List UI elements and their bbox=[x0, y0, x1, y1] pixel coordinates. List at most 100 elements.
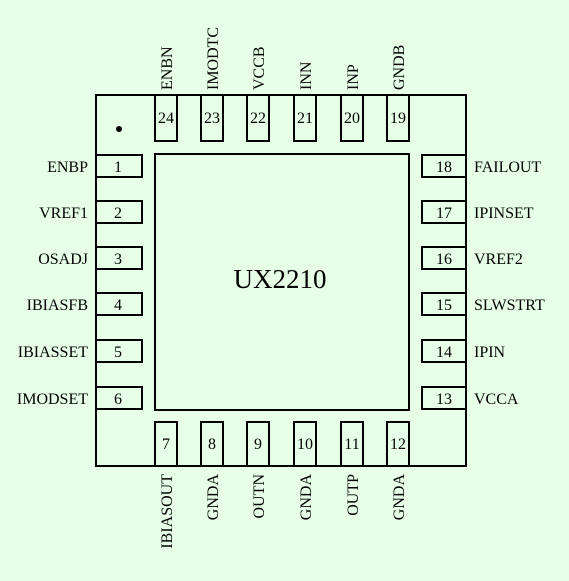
pin-name: OUTP bbox=[345, 474, 362, 516]
pin-pad bbox=[95, 200, 143, 224]
pin-23: 23 IMODTC bbox=[200, 27, 224, 142]
pin-name: IBIASOUT bbox=[159, 474, 176, 549]
pin-pad bbox=[340, 421, 364, 467]
pin-name: VREF1 bbox=[39, 205, 88, 222]
pin-name: IPIN bbox=[474, 344, 506, 361]
pin-pad bbox=[95, 246, 143, 270]
pin-name: SLWSTRT bbox=[474, 297, 545, 314]
pin-name: GNDB bbox=[391, 45, 408, 90]
pin-pad bbox=[95, 154, 143, 178]
pin-pad bbox=[200, 94, 224, 142]
pin-pad bbox=[386, 94, 410, 142]
pin-name: OSADJ bbox=[38, 251, 88, 268]
pin-number: 15 bbox=[436, 297, 452, 314]
pin-name: INN bbox=[298, 61, 315, 90]
pin-name: GNDA bbox=[298, 474, 315, 521]
pin-pad bbox=[200, 421, 224, 467]
pin-16: 16 VREF2 bbox=[421, 246, 523, 270]
pin-number: 5 bbox=[114, 344, 122, 361]
pin-number: 19 bbox=[390, 110, 406, 127]
pin-number: 11 bbox=[344, 436, 359, 453]
pin-pad bbox=[154, 94, 178, 142]
die-pad bbox=[154, 153, 410, 411]
pin-number: 4 bbox=[114, 297, 122, 314]
pin-pad bbox=[293, 421, 317, 467]
pin-number: 3 bbox=[114, 251, 122, 268]
pin-number: 6 bbox=[114, 391, 122, 408]
pin-pad bbox=[421, 154, 467, 178]
pin-pad bbox=[340, 94, 364, 142]
pin-21: 21 INN bbox=[293, 61, 317, 142]
pin-pad bbox=[421, 292, 467, 316]
pin-name: VCCA bbox=[474, 391, 519, 408]
pin-number: 21 bbox=[297, 110, 313, 127]
pin-5: 5 IBIASSET bbox=[18, 339, 143, 363]
pin-pad bbox=[293, 94, 317, 142]
pin-number: 10 bbox=[297, 436, 313, 453]
pin-6: 6 IMODSET bbox=[17, 386, 143, 410]
pin-name: IBIASSET bbox=[18, 344, 88, 361]
pin-name: INP bbox=[345, 64, 362, 90]
part-number-label: UX2210 bbox=[234, 264, 327, 294]
pin-name: ENBN bbox=[159, 46, 176, 90]
pin-15: 15 SLWSTRT bbox=[421, 292, 545, 316]
pin-20: 20 INP bbox=[340, 64, 364, 142]
pin-pad bbox=[95, 339, 143, 363]
pin-name: IMODSET bbox=[17, 391, 88, 408]
pin-13: 13 VCCA bbox=[421, 386, 519, 410]
package-outline bbox=[95, 94, 467, 467]
pin-number: 7 bbox=[162, 436, 170, 453]
pin-3: 3 OSADJ bbox=[38, 246, 143, 270]
pin-22: 22 VCCB bbox=[246, 46, 270, 142]
pin-pad bbox=[421, 246, 467, 270]
pin-pad bbox=[421, 386, 467, 410]
pin-name: ENBP bbox=[47, 159, 88, 176]
pin-number: 12 bbox=[390, 436, 406, 453]
pin-number: 1 bbox=[114, 159, 122, 176]
pin-pad bbox=[421, 339, 467, 363]
pin-name: FAILOUT bbox=[474, 159, 541, 176]
pin-18: 18 FAILOUT bbox=[421, 154, 541, 178]
pin-name: VREF2 bbox=[474, 251, 523, 268]
pin-number: 24 bbox=[158, 110, 174, 127]
pin-17: 17 IPINSET bbox=[421, 200, 534, 224]
pin-pad bbox=[95, 292, 143, 316]
pin-pad bbox=[386, 421, 410, 467]
pin-name: IBIASFB bbox=[27, 297, 88, 314]
pin-number: 17 bbox=[436, 205, 452, 222]
pin-pad bbox=[246, 94, 270, 142]
pin-number: 8 bbox=[208, 436, 216, 453]
pin-4: 4 IBIASFB bbox=[27, 292, 143, 316]
pin-number: 13 bbox=[436, 391, 452, 408]
pin-name: GNDA bbox=[391, 474, 408, 521]
pin-name: IPINSET bbox=[474, 205, 534, 222]
pin-pad bbox=[95, 386, 143, 410]
pin-name: OUTN bbox=[251, 474, 268, 519]
pin-pad bbox=[421, 200, 467, 224]
pin-14: 14 IPIN bbox=[421, 339, 506, 363]
pin-24: 24 ENBN bbox=[154, 46, 178, 142]
pin-name: VCCB bbox=[251, 46, 268, 90]
pin1-marker-dot bbox=[116, 126, 122, 132]
pin-number: 23 bbox=[204, 110, 220, 127]
pin-pad bbox=[154, 421, 178, 467]
pin-name: IMODTC bbox=[205, 27, 222, 90]
pin-number: 9 bbox=[254, 436, 262, 453]
pin-number: 14 bbox=[436, 344, 452, 361]
pin-pad bbox=[246, 421, 270, 467]
pin-name: GNDA bbox=[205, 474, 222, 521]
pin-number: 18 bbox=[436, 159, 452, 176]
pin-number: 22 bbox=[250, 110, 266, 127]
pin-19: 19 GNDB bbox=[386, 45, 410, 142]
pin-number: 16 bbox=[436, 251, 452, 268]
pin-number: 20 bbox=[344, 110, 360, 127]
